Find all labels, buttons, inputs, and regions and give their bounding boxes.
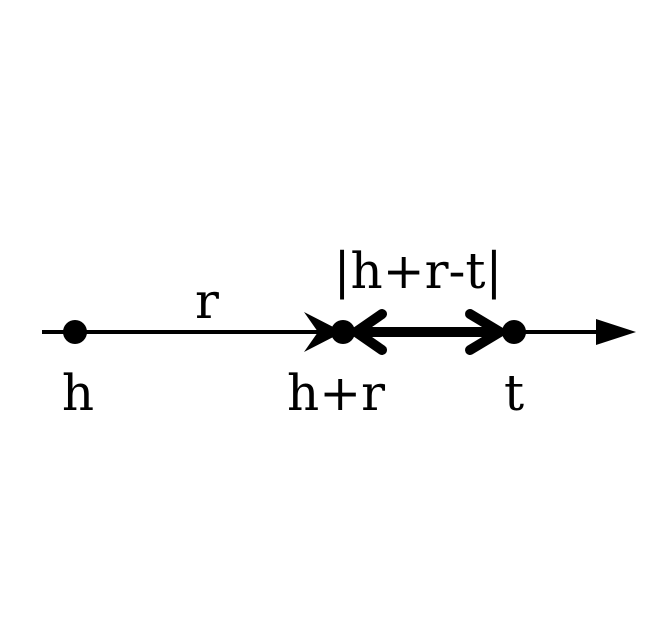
- point-label-h-plus-r: h+r: [287, 364, 385, 422]
- distance-arrow-left-head-icon: [351, 309, 387, 355]
- edge-label-r: r: [195, 272, 219, 330]
- point-t: [502, 320, 526, 344]
- edge-label-distance: |h+r-t|: [334, 242, 503, 300]
- point-label-h: h: [62, 364, 94, 422]
- distance-arrow-right-head-icon: [465, 309, 505, 355]
- r-arrowhead-icon: [304, 312, 343, 352]
- point-h-plus-r: [331, 320, 355, 344]
- point-label-t: t: [504, 364, 524, 422]
- axis-arrow-icon: [596, 319, 636, 345]
- point-h: [63, 320, 87, 344]
